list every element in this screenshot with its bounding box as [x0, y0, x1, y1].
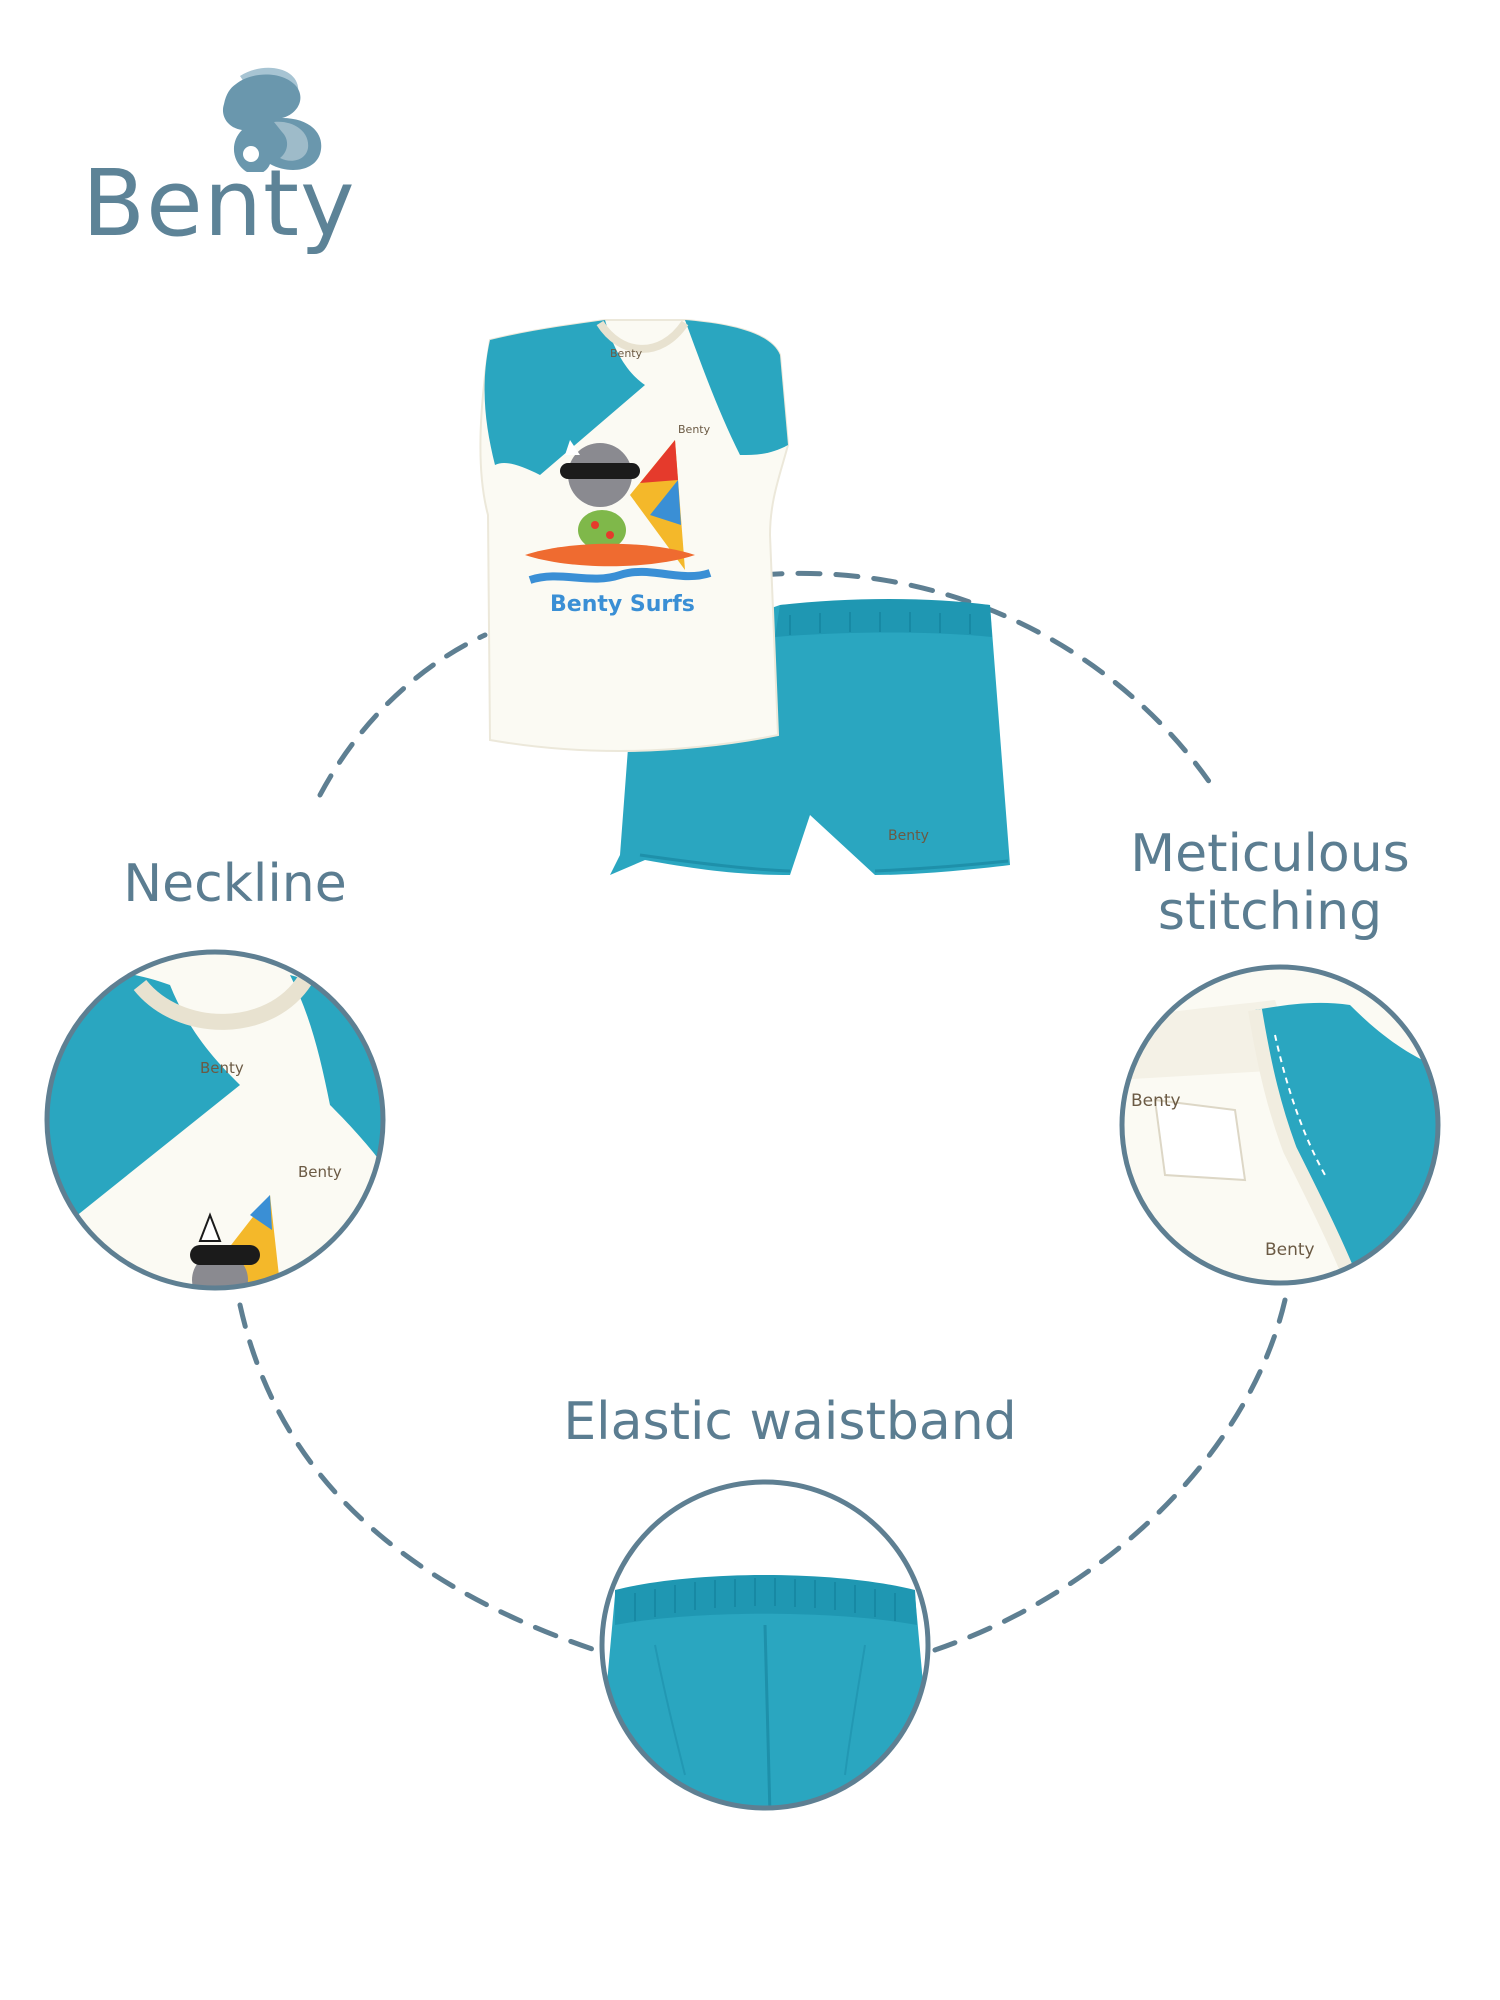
rhino-surfing-print: Benty Surfs	[525, 440, 712, 617]
neckline-detail-circle: Benty Benty	[44, 949, 386, 1291]
waistband-detail-circle	[599, 1479, 931, 1811]
product-outfit: Benty Benty Benty Benty Surfs	[479, 319, 1010, 875]
caption-line: stitching	[1157, 882, 1383, 943]
tank-print-text: Benty Surfs	[550, 592, 695, 617]
dashed-arc-top-left	[317, 632, 488, 798]
neck-detail-tag: Benty	[200, 1059, 244, 1077]
dashed-arc-left	[237, 1302, 598, 1653]
feature-caption-waistband: Elastic waistband	[563, 1392, 1017, 1452]
tank-top-image: Benty Benty Benty Surfs	[479, 319, 790, 753]
neck-tag-label: Benty	[610, 347, 643, 360]
caption-line: Meticulous	[1130, 824, 1410, 884]
feature-caption-neckline: Neckline	[123, 854, 347, 914]
neck-detail-chest-label: Benty	[298, 1163, 342, 1181]
shorts-label: Benty	[888, 828, 929, 844]
stitch-detail-tag: Benty	[1131, 1091, 1181, 1111]
stitching-detail-circle: Benty Benty	[1119, 964, 1441, 1286]
dashed-arc-top-right	[757, 570, 1218, 793]
butterfly-b-icon	[223, 67, 322, 172]
brand-logo: Benty	[82, 62, 362, 272]
brand-name: Benty	[82, 150, 356, 257]
stitch-detail-chest-label: Benty	[1265, 1240, 1315, 1260]
dashed-arc-right	[932, 1297, 1288, 1653]
tank-chest-label: Benty	[678, 423, 711, 436]
